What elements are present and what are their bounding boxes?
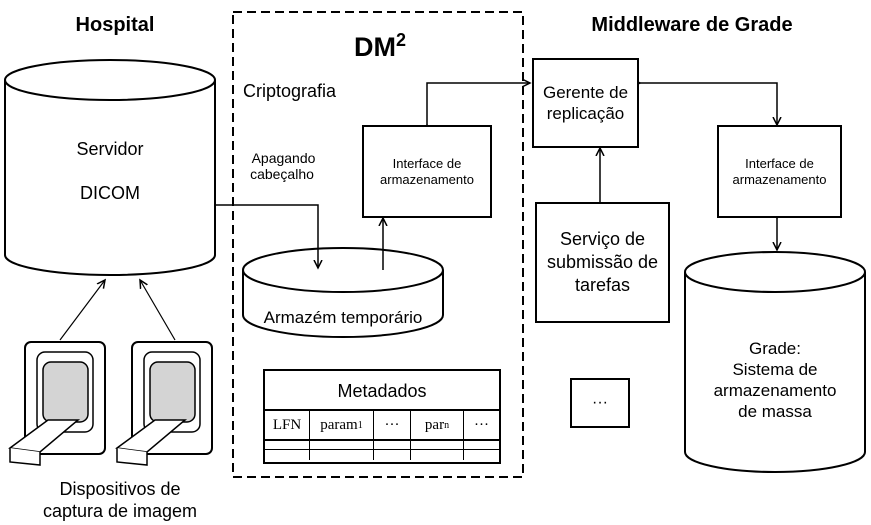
grid-label-line1: Grade: bbox=[749, 339, 801, 358]
job-submission-service: Serviço de submissão de tarefas bbox=[535, 202, 670, 323]
server-label-line2: DICOM bbox=[80, 183, 140, 203]
meta-cell bbox=[265, 450, 310, 460]
meta-col-ellipsis-1: ··· bbox=[374, 411, 411, 439]
meta-cell bbox=[411, 450, 464, 460]
meta-cell bbox=[310, 441, 374, 449]
ellipsis-box: ··· bbox=[570, 378, 630, 428]
meta-col-lfn: LFN bbox=[265, 411, 310, 439]
dm2-title-sup: 2 bbox=[395, 30, 406, 50]
hospital-title: Hospital bbox=[75, 14, 155, 36]
replication-line2: replicação bbox=[546, 104, 625, 123]
meta-col-ellipsis-2: ··· bbox=[474, 416, 489, 433]
capture-device-2 bbox=[115, 341, 213, 466]
dicom-server-cylinder bbox=[4, 59, 216, 276]
grid-label-line4: de massa bbox=[738, 402, 812, 421]
replication-manager: Gerente de replicação bbox=[532, 58, 639, 148]
meta-cell bbox=[464, 450, 499, 460]
meta-col-param1-sub: 1 bbox=[357, 419, 363, 431]
middleware-title: Middleware de Grade bbox=[591, 14, 793, 36]
meta-cell bbox=[374, 450, 411, 460]
dm2-iface-line1: Interface de bbox=[392, 155, 462, 171]
erase-header-line1: Apagando bbox=[251, 150, 316, 166]
temp-storage-cylinder bbox=[242, 247, 444, 338]
grid-label-line2: Sistema de bbox=[732, 360, 818, 379]
meta-col-parn-text: par bbox=[424, 416, 445, 433]
meta-col-parn-sub: n bbox=[444, 419, 450, 431]
erase-header-line2: cabeçalho bbox=[250, 166, 314, 182]
job-line3: tarefas bbox=[574, 275, 631, 295]
grid-storage-cylinder bbox=[684, 251, 866, 473]
metadata-row-2 bbox=[265, 450, 499, 460]
meta-cell bbox=[411, 441, 464, 449]
capture-device-1 bbox=[8, 341, 106, 466]
meta-cell bbox=[310, 450, 374, 460]
grid-iface-line1: Interface de bbox=[745, 155, 814, 171]
meta-cell bbox=[464, 441, 499, 449]
meta-col-param1-text: param bbox=[320, 416, 358, 433]
dm2-storage-interface: Interface de armazenamento bbox=[362, 125, 492, 218]
grid-storage-interface: Interface de armazenamento bbox=[717, 125, 842, 218]
server-label-line1: Servidor bbox=[76, 139, 144, 159]
crypto-label: Criptografia bbox=[243, 81, 337, 101]
grid-label-line3: armazenamento bbox=[713, 381, 837, 400]
arrow-device2-to-server bbox=[140, 280, 176, 341]
devices-label-line1: Dispositivos de bbox=[59, 479, 181, 499]
dm2-title-text: DM bbox=[353, 32, 396, 62]
arrow-device1-to-server bbox=[59, 280, 105, 341]
grid-iface-line2: armazenamento bbox=[732, 171, 827, 187]
metadata-title: Metadados bbox=[265, 371, 499, 411]
arrow-server-to-temp bbox=[215, 204, 318, 268]
arrow-iface-replication bbox=[427, 83, 530, 125]
ellipsis-text: ··· bbox=[592, 394, 608, 411]
arrow-replication-grid-iface bbox=[640, 83, 777, 125]
meta-cell bbox=[265, 441, 310, 449]
metadata-row-1 bbox=[265, 441, 499, 450]
temp-storage-label: Armazém temporário bbox=[263, 308, 423, 327]
devices-label-line2: captura de imagem bbox=[42, 501, 198, 521]
grid-storage-label: Grade: Sistema de armazenamento de massa bbox=[700, 338, 850, 422]
job-line2: submissão de bbox=[546, 252, 659, 272]
job-line1: Serviço de bbox=[559, 229, 646, 249]
dm2-dashed-region bbox=[232, 11, 524, 478]
dm2-iface-line2: armazenamento bbox=[380, 171, 474, 187]
dm2-title: DM2 bbox=[330, 30, 430, 63]
replication-line1: Gerente de bbox=[542, 83, 629, 102]
meta-cell bbox=[374, 441, 411, 449]
